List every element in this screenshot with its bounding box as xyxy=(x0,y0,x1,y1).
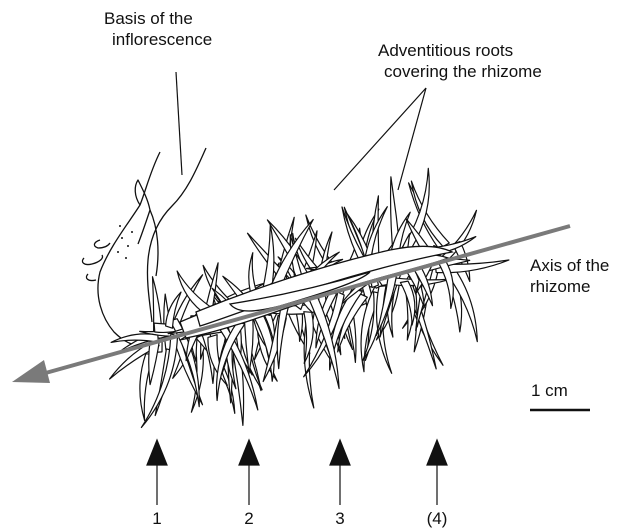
roots-label-line2: covering the rhizome xyxy=(378,61,542,82)
leader-lines xyxy=(176,72,426,190)
position-arrow-2 xyxy=(239,440,259,505)
rootlet xyxy=(82,255,102,265)
inflorescence-label-line2: inflorescence xyxy=(104,29,212,50)
axis-label-line1: Axis of the xyxy=(530,255,609,276)
position-arrow-3 xyxy=(330,440,350,505)
rootlet xyxy=(86,274,96,281)
position-arrow-4 xyxy=(427,440,447,505)
inflorescence-base xyxy=(82,148,206,346)
axis-label: Axis of the rhizome xyxy=(530,255,609,297)
position-arrow-1 xyxy=(147,440,167,505)
roots-label-line1: Adventitious roots xyxy=(378,40,542,61)
sheath-outline xyxy=(98,152,160,346)
stipple xyxy=(117,225,133,259)
inflorescence-label-line1: Basis of the xyxy=(104,8,212,29)
rootlet xyxy=(94,240,110,248)
roots-label: Adventitious roots covering the rhizome xyxy=(378,40,542,82)
position-arrows xyxy=(147,440,447,505)
inflorescence-label: Basis of the inflorescence xyxy=(104,8,212,50)
inflorescence-leader xyxy=(176,72,182,175)
scale-label: 1 cm xyxy=(531,380,568,401)
axis-label-line2: rhizome xyxy=(530,276,609,297)
leaf-sheath-tip xyxy=(135,180,150,244)
